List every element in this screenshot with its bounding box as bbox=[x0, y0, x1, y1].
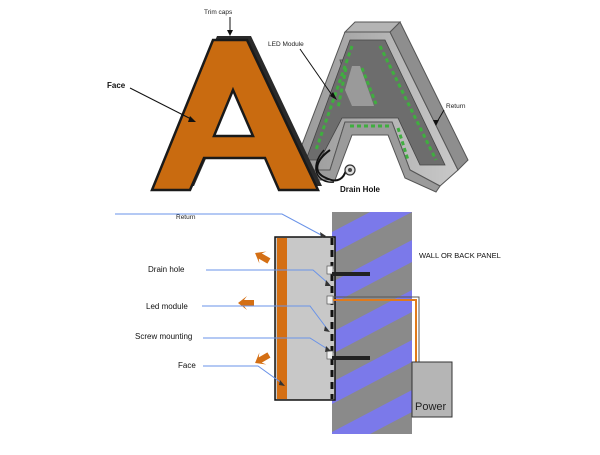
label-power: Power bbox=[415, 401, 447, 413]
label-return-top: Return bbox=[446, 103, 466, 110]
power-box bbox=[411, 361, 453, 418]
face-strip bbox=[277, 238, 287, 399]
label-return-bottom: Return bbox=[176, 214, 196, 221]
open-letter-a bbox=[297, 21, 469, 193]
top-letter-diagram: Trim caps Face LED Module Return Drain H… bbox=[107, 9, 469, 194]
label-wall-back-panel: WALL OR BACK PANEL bbox=[419, 251, 501, 260]
wall-back-panel bbox=[332, 212, 412, 434]
screw-lower bbox=[332, 356, 370, 360]
leader-lines bbox=[115, 213, 330, 385]
led-modules bbox=[314, 45, 438, 161]
light-arrow-icon-3 bbox=[255, 352, 271, 365]
bottom-section-diagram: Power Return Drain hole Led module Screw… bbox=[115, 212, 501, 434]
face-letter-a bbox=[150, 36, 322, 192]
label-drain-hole-bottom: Drain hole bbox=[148, 265, 185, 274]
screw-upper bbox=[332, 272, 370, 276]
label-led-module-bottom: Led module bbox=[146, 302, 188, 311]
label-face-bottom: Face bbox=[178, 361, 196, 370]
light-arrow-icon-1 bbox=[255, 251, 271, 264]
label-screw-mounting: Screw mounting bbox=[135, 332, 192, 341]
label-drain-hole-top: Drain Hole bbox=[340, 185, 381, 194]
light-arrow-icon-2 bbox=[238, 296, 254, 310]
label-face-top: Face bbox=[107, 81, 126, 90]
label-led-module-top: LED Module bbox=[268, 41, 304, 48]
label-trim-caps: Trim caps bbox=[204, 9, 233, 16]
